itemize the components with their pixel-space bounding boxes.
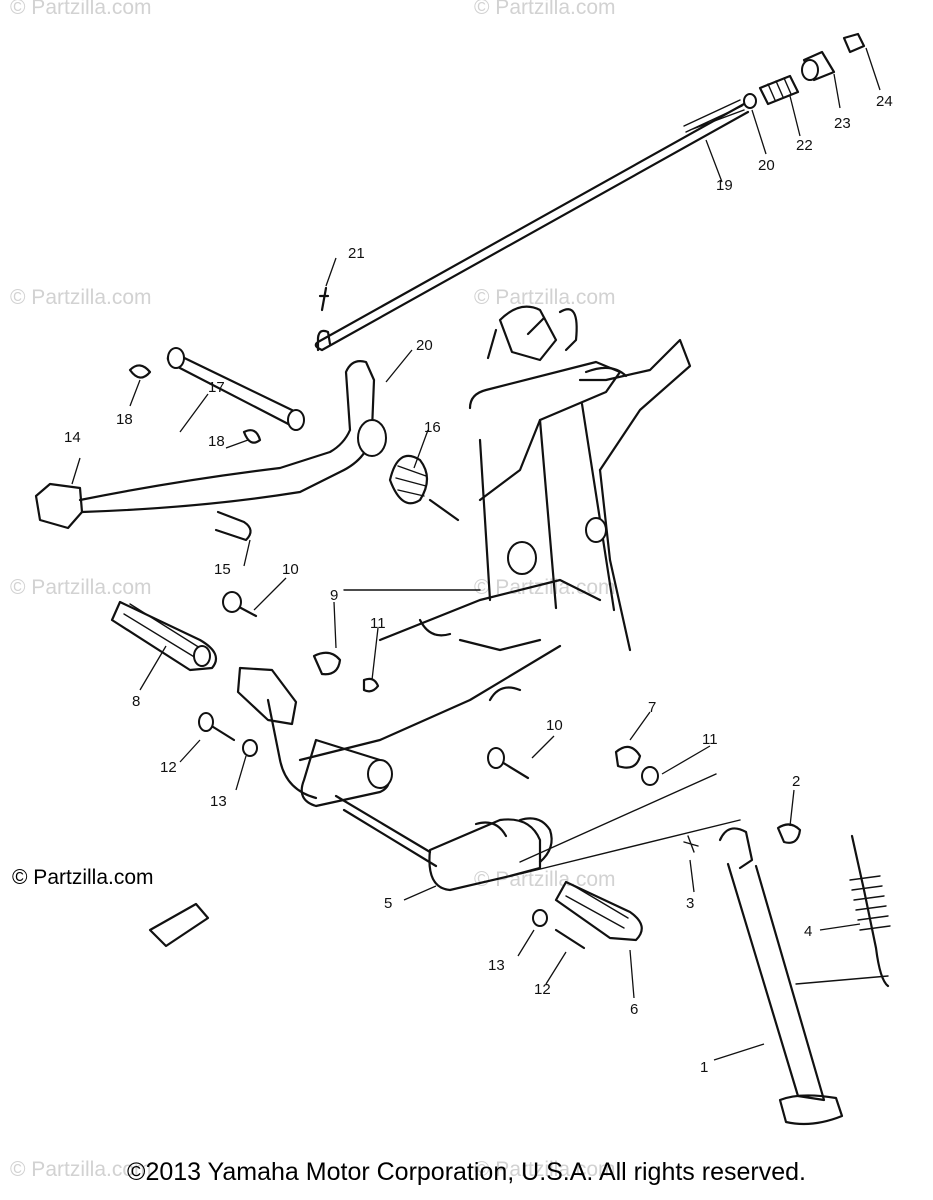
callout-17: 17 <box>208 379 225 396</box>
callout-5: 5 <box>384 895 392 912</box>
callout-10: 10 <box>546 717 563 734</box>
watermark-layer: © Partzilla.com © Partzilla.com © Partzi… <box>10 0 616 1181</box>
callout-2: 2 <box>792 773 800 790</box>
watermark: © Partzilla.com <box>10 0 152 19</box>
watermark: © Partzilla.com <box>474 286 616 309</box>
callout-20: 20 <box>758 157 775 174</box>
callout-leaders <box>71 47 881 1061</box>
callout-10: 10 <box>282 561 299 578</box>
callout-23: 23 <box>834 115 851 132</box>
callout-18: 18 <box>116 411 133 428</box>
callout-7: 7 <box>648 699 656 716</box>
callout-8: 8 <box>132 693 140 710</box>
watermark: © Partzilla.com <box>474 1158 616 1181</box>
frame-drawing <box>298 305 692 762</box>
watermark: © Partzilla.com <box>10 1158 152 1181</box>
partzilla-credit: © Partzilla.com <box>12 866 154 889</box>
watermark: © Partzilla.com <box>10 286 152 309</box>
callout-14: 14 <box>64 429 81 446</box>
callout-20: 20 <box>416 337 433 354</box>
callout-11: 11 <box>702 731 718 748</box>
watermark: © Partzilla.com <box>474 0 616 19</box>
callout-22: 22 <box>796 137 813 154</box>
watermark: © Partzilla.com <box>10 576 152 599</box>
callout-12: 12 <box>160 759 177 776</box>
callout-6: 6 <box>630 1001 638 1018</box>
callout-3: 3 <box>686 895 694 912</box>
callout-11: 11 <box>370 615 386 632</box>
brake-pedal-drawing <box>34 347 460 542</box>
copyright-notice: ©2013 Yamaha Motor Corporation, U.S.A. A… <box>127 1158 806 1186</box>
callout-labels: 24 23 22 20 19 21 20 18 17 14 18 16 15 1… <box>64 93 893 1076</box>
watermark: © Partzilla.com <box>474 868 616 891</box>
callout-21: 21 <box>348 245 365 262</box>
callout-9: 9 <box>330 587 338 604</box>
side-stand-drawing <box>148 823 891 1126</box>
callout-13: 13 <box>488 957 505 974</box>
callout-1: 1 <box>700 1059 708 1076</box>
callout-12: 12 <box>534 981 551 998</box>
footrest-drawing <box>110 591 741 950</box>
callout-24: 24 <box>876 93 893 110</box>
callout-18: 18 <box>208 433 225 450</box>
callout-13: 13 <box>210 793 227 810</box>
callout-15: 15 <box>214 561 231 578</box>
callout-19: 19 <box>716 177 733 194</box>
brake-rod-drawing <box>314 32 866 352</box>
callout-4: 4 <box>804 923 812 940</box>
callout-16: 16 <box>424 419 441 436</box>
